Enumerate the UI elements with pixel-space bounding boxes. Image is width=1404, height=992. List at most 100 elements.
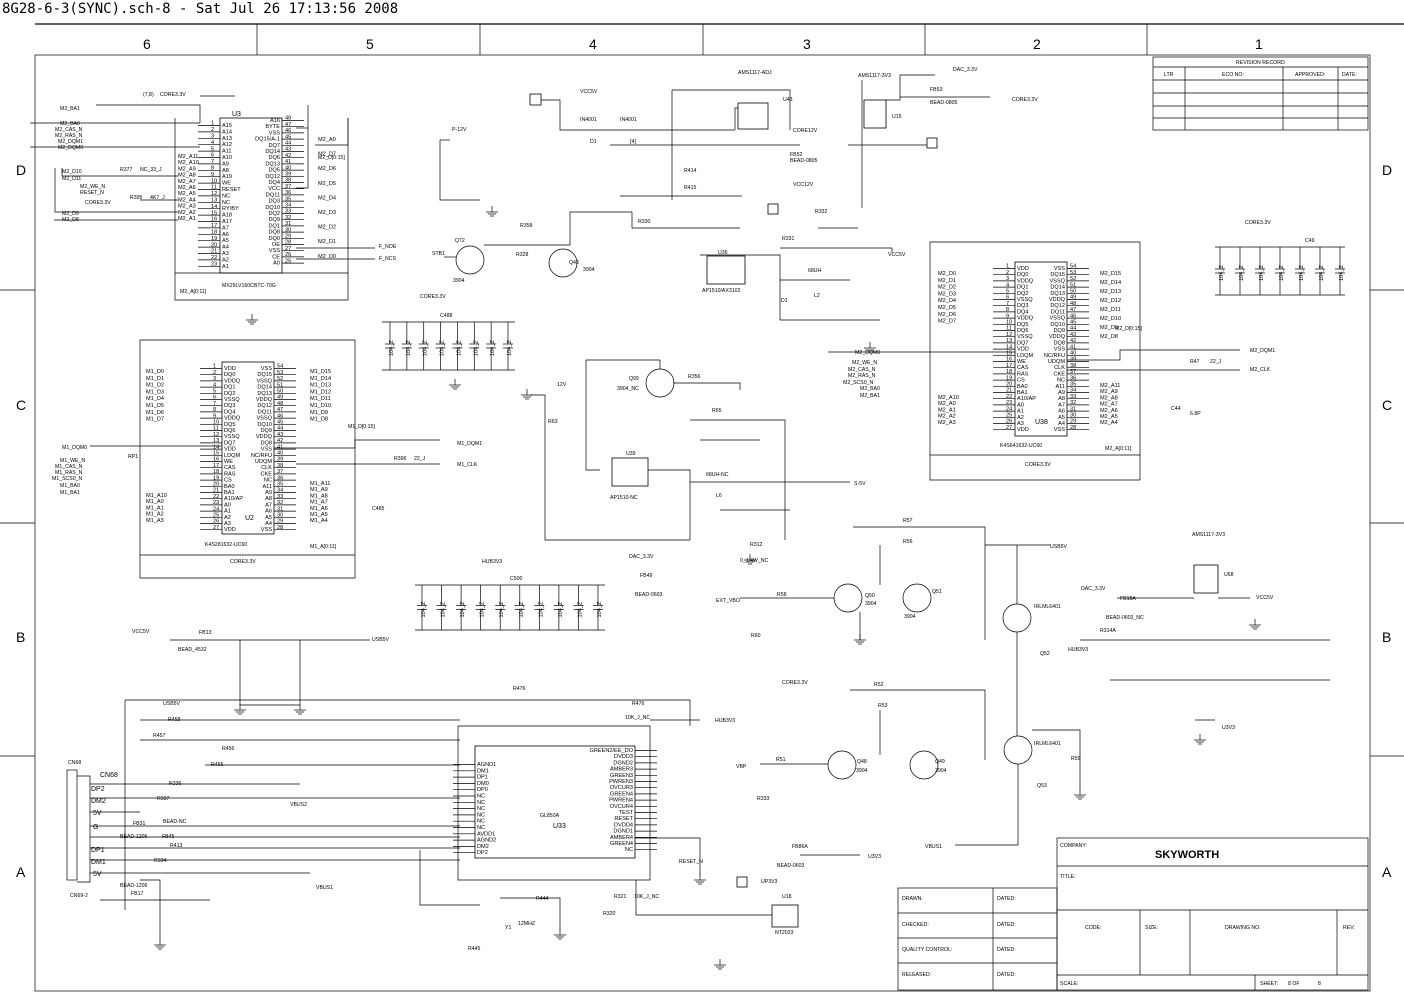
u38-left-pin-name: BA0 [1017, 384, 1028, 390]
title-block [897, 837, 1369, 991]
u38-right-pin-num: 33 [1070, 394, 1076, 400]
net-m2-dqm1: M2_DQM1 [58, 139, 83, 145]
u2-right-pin-num: 30 [277, 513, 283, 519]
u2-right-pin-name: CKE [260, 471, 272, 477]
q99-label: Q99 [629, 376, 639, 382]
u68-ref: U68 [1224, 572, 1234, 578]
usb-g-a: G [93, 824, 98, 831]
c500-cap-value: 104_Z [421, 601, 427, 617]
c49-cap-value: 104_Z [1239, 265, 1245, 281]
u33-left-pin-name: NC [477, 812, 485, 818]
d1-label: D1 [590, 139, 597, 145]
usb-pin-g1: CN68 [100, 772, 118, 779]
u2-right-d-net: M1_D11 [310, 396, 331, 402]
c500-cap-value: 104_Z [480, 601, 486, 617]
u2-left-pin-num: 27 [213, 525, 219, 531]
cn69-label: CN69-2 [70, 893, 88, 899]
net-stb1: STB1 [432, 251, 445, 257]
u3-right-pin-name: A16 [270, 118, 280, 124]
company-name: SKYWORTH [1155, 849, 1219, 861]
u3-right-net: M2_D7 [318, 152, 336, 158]
r458-label: R458 [168, 717, 181, 723]
r358-label: R358 [520, 223, 533, 229]
net-ext-vbo: EXT_VBO [716, 598, 740, 604]
l2-val: 68UH [808, 268, 822, 274]
u3-right-pin-num: 46 [285, 128, 291, 134]
u33-right-pin-name: AMBER3 [610, 767, 633, 773]
y1-val: 12MHZ [518, 921, 535, 927]
sheet-total: 8 [1318, 981, 1321, 987]
u2-left-pin-name: A1 [224, 509, 231, 515]
revision-col-date: DATE: [1342, 72, 1357, 78]
c49-cap-value: 104_Z [1299, 265, 1305, 281]
u38-right-pin-num: 39 [1070, 357, 1076, 363]
u38-right-pin-name: NC [1057, 378, 1065, 384]
u18-part: NT2033 [775, 930, 794, 936]
c49-cap-value: 104_Z [1339, 265, 1345, 281]
net-reset-n: RESET_N [80, 190, 104, 196]
u3-core33-b: CORE3.3V [85, 200, 111, 206]
u3-left-pin-num: 12 [211, 191, 217, 197]
zone-col-3: 3 [803, 36, 811, 52]
u3-right-pin-num: 29 [285, 234, 291, 240]
fb53-val: BEAD-0805 [930, 100, 958, 106]
zone-row-a-right: A [1382, 864, 1392, 880]
usb-dp2: DP2 [91, 786, 105, 793]
r331-label: R331 [782, 236, 795, 242]
u38-right-pin-num: 51 [1070, 282, 1076, 288]
r321-val: 10K_J_NC [634, 894, 659, 900]
u38-left-pin-name: CS [1017, 378, 1025, 384]
net-hub3v3-u33: HUB3V3 [715, 718, 735, 724]
sheet-label: SHEET: [1260, 981, 1278, 987]
u38-left-d-net: M2_D1 [938, 278, 956, 284]
u3-right-net: M2_D5 [318, 181, 336, 187]
r314a-label: R314A [1100, 628, 1116, 634]
d4-part: IN4001 [620, 117, 637, 123]
u2-right-pin-name: VDDQ [256, 397, 273, 403]
released-label: RELEASED: [902, 972, 931, 978]
u38-left-pin-name: VDDQ [1017, 278, 1034, 284]
u2-right-pin-name: DQ8 [260, 440, 272, 446]
u2-part: K4S281632-UC60 [205, 542, 247, 548]
u2-left-pin-num: 23 [213, 500, 219, 506]
net-core33-top: CORE3.3V [1012, 97, 1038, 103]
u38-left-a-net: M2_A2 [938, 414, 956, 420]
u38-right-d-net: M2_D8 [1100, 334, 1118, 340]
u38-left-pin-name: RAS [1017, 371, 1029, 377]
u3-left-pin-num: 20 [211, 242, 217, 248]
u2-d-bus: M1_D[0:15] [348, 424, 375, 430]
u2-right-pin-num: 38 [277, 463, 283, 469]
c500-cap-value: 104_Z [577, 601, 583, 617]
u2-left-pin-name: BA0 [224, 484, 235, 490]
dated-label-4: DATED: [997, 972, 1016, 978]
u38-right-pin-num: 53 [1070, 270, 1076, 276]
r57-label: R57 [903, 518, 913, 524]
u2-right-a-net: M1_A6 [310, 506, 328, 512]
rp1-label: RP1 [128, 454, 138, 460]
fb52-label: FB52 [790, 152, 803, 158]
u3-right-net: M2_D3 [318, 210, 336, 216]
c49-cap-value: 104_Z [1259, 265, 1265, 281]
u2-left-pin-num: 15 [213, 451, 219, 457]
c500-cap-value: 104_Z [538, 601, 544, 617]
u3-left-net: M2_A2 [178, 210, 196, 216]
u3-right-pin-name: DQ3 [268, 199, 280, 205]
u38-right-d-net: M2_D9 [1100, 325, 1118, 331]
u38-left-pin-name: A1 [1017, 409, 1024, 415]
u3-right-pin-num: 33 [285, 209, 291, 215]
u3-right-pin-name: CE [272, 254, 280, 260]
u3-left-pin-name: NC [222, 193, 230, 199]
u33-part: GL850A [540, 813, 560, 819]
u38-right-pin-num: 48 [1070, 301, 1076, 307]
c49-label: C49 [1305, 238, 1315, 244]
u3-right-pin-name: DQ14 [265, 149, 280, 155]
d1-part: IN4001 [580, 117, 597, 123]
u2-right-d-net: M1_D15 [310, 369, 331, 375]
u3-left-pin-name: A6 [222, 232, 229, 238]
u38-right-pin-num: 52 [1070, 276, 1076, 282]
u3-a-bus: M2_A[0:11] [180, 289, 207, 295]
window-title: 8G28-6-3(SYNC).sch-8 - Sat Jul 26 17:13:… [2, 1, 399, 17]
r457-label: R457 [153, 733, 166, 739]
u33-right-pin-name: GREEN2/EE_DO [589, 748, 633, 754]
